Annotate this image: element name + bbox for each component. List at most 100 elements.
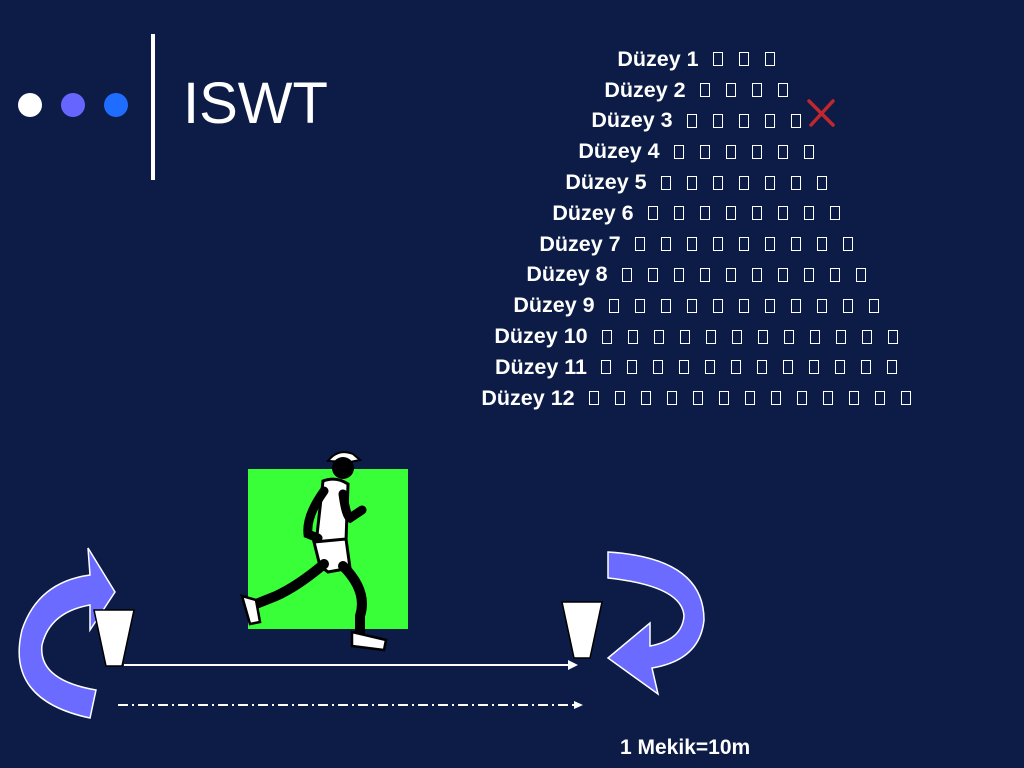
stage-box <box>757 360 768 375</box>
stage-box <box>673 206 684 221</box>
stage-box <box>770 391 781 406</box>
stage-box <box>712 298 723 313</box>
stage-box <box>842 298 853 313</box>
left-curved-arrow-icon <box>18 547 116 719</box>
stage-box <box>627 360 638 375</box>
stage-box <box>777 83 788 98</box>
level-label: Düzey 6 <box>552 200 634 225</box>
stage-box <box>738 113 749 128</box>
stage-box <box>874 391 885 406</box>
level-label: Düzey 12 <box>481 385 575 410</box>
stage-box <box>829 206 840 221</box>
level-label: Düzey 3 <box>591 108 673 133</box>
level-row: Düzey 6 <box>390 198 1010 229</box>
stage-box <box>803 206 814 221</box>
stage-box <box>790 113 801 128</box>
stage-box <box>835 360 846 375</box>
stage-box <box>679 329 690 344</box>
stage-box <box>777 267 788 282</box>
stage-box <box>673 144 684 159</box>
stage-box <box>725 206 736 221</box>
stage-box <box>699 83 710 98</box>
stage-box <box>731 329 742 344</box>
stage-box <box>744 391 755 406</box>
stage-box <box>764 237 775 252</box>
level-row: Düzey 12 <box>390 383 1010 414</box>
stage-box <box>764 298 775 313</box>
stage-box <box>686 237 697 252</box>
stage-box <box>790 298 801 313</box>
x-mark-icon <box>807 99 835 127</box>
stage-box <box>887 329 898 344</box>
stage-box <box>653 360 664 375</box>
stage-box <box>738 52 749 67</box>
stage-box <box>588 391 599 406</box>
bullet-dots <box>18 93 147 117</box>
stage-box <box>835 329 846 344</box>
shuttle-caption: 1 Mekik=10m <box>620 736 751 759</box>
stage-box <box>887 360 898 375</box>
level-row: Düzey 11 <box>390 352 1010 383</box>
cone-right <box>561 601 603 659</box>
stage-box <box>803 267 814 282</box>
stage-box <box>751 83 762 98</box>
stage-box <box>751 144 762 159</box>
stage-box <box>809 360 820 375</box>
level-row: Düzey 10 <box>390 321 1010 352</box>
cone-left <box>93 609 135 667</box>
stage-box <box>725 83 736 98</box>
level-row: Düzey 1 <box>390 44 1010 75</box>
stage-box <box>764 113 775 128</box>
stage-box <box>673 267 684 282</box>
stage-box <box>764 52 775 67</box>
level-label: Düzey 1 <box>617 46 699 71</box>
stage-box <box>705 329 716 344</box>
stage-box <box>712 113 723 128</box>
stage-box <box>679 360 690 375</box>
stage-box <box>803 144 814 159</box>
level-label: Düzey 7 <box>539 231 621 256</box>
level-row: Düzey 9 <box>390 290 1010 321</box>
level-row: Düzey 5 <box>390 167 1010 198</box>
blue-dot <box>104 93 128 117</box>
stage-box <box>751 206 762 221</box>
right-curved-arrow-icon <box>606 551 705 696</box>
stage-box <box>783 329 794 344</box>
stage-box <box>725 267 736 282</box>
level-label: Düzey 4 <box>578 139 660 164</box>
stage-box <box>699 144 710 159</box>
stage-box <box>731 360 742 375</box>
stage-box <box>861 360 872 375</box>
stage-box <box>712 175 723 190</box>
stage-box <box>614 391 625 406</box>
white-dot <box>18 93 42 117</box>
stage-box <box>783 360 794 375</box>
stage-box <box>816 237 827 252</box>
stage-box <box>738 298 749 313</box>
stage-box <box>608 298 619 313</box>
stage-box <box>842 237 853 252</box>
stage-box <box>699 267 710 282</box>
stage-box <box>816 175 827 190</box>
stage-box <box>848 391 859 406</box>
stage-box <box>686 298 697 313</box>
stage-box <box>699 206 710 221</box>
stage-box <box>829 267 840 282</box>
stage-box <box>725 144 736 159</box>
stage-box <box>601 329 612 344</box>
stage-box <box>601 360 612 375</box>
level-label: Düzey 10 <box>494 324 588 349</box>
level-row: Düzey 4 <box>390 136 1010 167</box>
stage-box <box>640 391 651 406</box>
stage-box <box>686 113 697 128</box>
stage-box <box>692 391 703 406</box>
level-row: Düzey 3 <box>390 106 1010 137</box>
stage-box <box>757 329 768 344</box>
stage-box <box>634 237 645 252</box>
stage-box <box>718 391 729 406</box>
stage-box <box>712 237 723 252</box>
stage-box <box>660 237 671 252</box>
stage-box <box>627 329 638 344</box>
runner-icon <box>240 451 388 652</box>
stage-box <box>751 267 762 282</box>
